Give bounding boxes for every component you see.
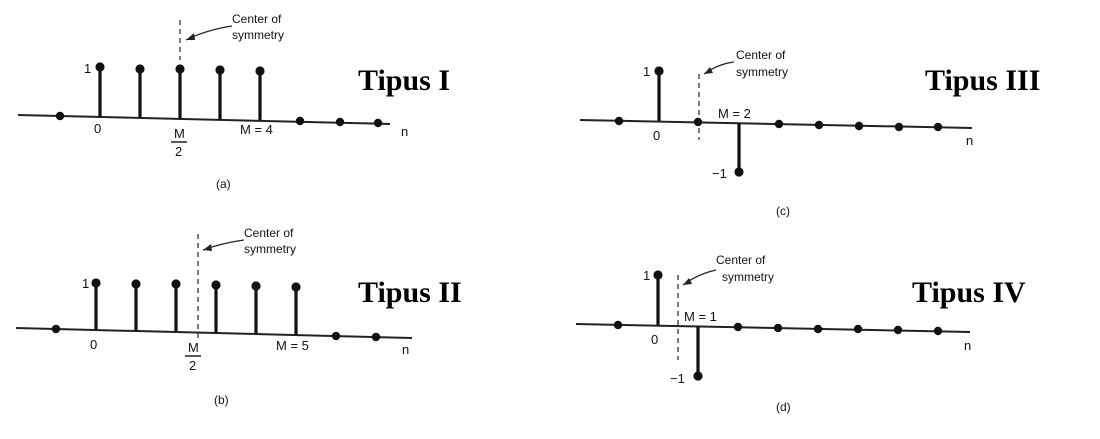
panel-b-stem-head bbox=[131, 279, 141, 289]
panel-d-m-label: M = 1 bbox=[684, 309, 717, 324]
panel-d-axis bbox=[575, 323, 971, 333]
panel-b-center-label-1: Center of bbox=[244, 226, 294, 240]
panel-b-stem-head bbox=[291, 282, 301, 292]
panel-a-zero-sample bbox=[373, 118, 383, 128]
panel-d-stem-head bbox=[653, 270, 663, 280]
panel-c-arrowhead-icon bbox=[704, 67, 713, 74]
panel-b-half-den: 2 bbox=[189, 358, 196, 373]
panel-d-type-label: Tipus IV bbox=[912, 276, 1026, 309]
panel-b-zero-sample bbox=[51, 324, 61, 334]
panel-c-caption: (c) bbox=[776, 204, 790, 218]
panel-a-center-label-2: symmetry bbox=[232, 28, 284, 42]
panel-d-n-label: n bbox=[964, 338, 971, 353]
panel-b-stem-head bbox=[91, 278, 101, 288]
panel-c-zero-sample bbox=[614, 116, 624, 126]
panel-a-zero-sample bbox=[295, 116, 305, 126]
panel-c: Center of symmetry 1 0 M = 2 −1 n (c) Ti… bbox=[579, 48, 1040, 218]
panel-d: Center of symmetry 1 0 M = 1 −1 n (d) Ti… bbox=[575, 253, 1026, 414]
panel-d-center-label-1: Center of bbox=[716, 253, 766, 267]
panel-a-zero-label: 0 bbox=[94, 121, 101, 136]
panel-b-stem-head bbox=[251, 281, 261, 291]
panel-a-one-label: 1 bbox=[84, 61, 91, 76]
panel-a-m-label: M = 4 bbox=[240, 122, 273, 137]
panel-b-stem-head bbox=[211, 280, 221, 290]
panel-c-zero-sample bbox=[693, 117, 703, 127]
panel-b-zero-sample bbox=[371, 332, 381, 342]
panel-a-center-label-1: Center of bbox=[232, 12, 282, 26]
panel-a-arrowhead-icon bbox=[186, 33, 195, 40]
panel-c-zero-sample bbox=[894, 122, 904, 132]
panel-a-stem-head bbox=[175, 64, 185, 74]
panel-b: Center of symmetry 1 0 M 2 M = 5 n (b) T… bbox=[15, 226, 462, 407]
panel-c-stem-head bbox=[734, 167, 744, 177]
panel-b-m-label: M = 5 bbox=[276, 338, 309, 353]
panel-d-zero-sample bbox=[893, 325, 903, 335]
panel-d-zero-sample bbox=[613, 320, 623, 330]
panel-a-stem-head bbox=[215, 65, 225, 75]
panel-b-zero-sample bbox=[331, 331, 341, 341]
panel-c-zero-label: 0 bbox=[653, 128, 660, 143]
panel-a-axis bbox=[17, 114, 391, 125]
panel-c-center-label-2: symmetry bbox=[736, 65, 788, 79]
panel-a-stem-head bbox=[95, 62, 105, 72]
panel-c-m-label: M = 2 bbox=[718, 106, 751, 121]
panel-b-zero-label: 0 bbox=[90, 337, 97, 352]
panel-c-stem-head bbox=[654, 66, 664, 76]
panel-d-arrowhead-icon bbox=[683, 278, 692, 285]
panel-d-one-label: 1 bbox=[643, 268, 650, 283]
panel-c-one-label: 1 bbox=[643, 64, 650, 79]
panel-b-caption: (b) bbox=[214, 393, 229, 407]
panel-b-center-label-2: symmetry bbox=[244, 242, 296, 256]
panel-d-zero-sample bbox=[733, 322, 743, 332]
panel-a-stem-head bbox=[135, 64, 145, 74]
panel-b-n-label: n bbox=[402, 342, 409, 357]
panel-a: Center of symmetry 1 0 M 2 M = 4 n (a) T… bbox=[17, 12, 450, 191]
panel-d-zero-sample bbox=[813, 324, 823, 334]
panel-c-zero-sample bbox=[814, 120, 824, 130]
panel-c-zero-sample bbox=[774, 119, 784, 129]
panel-d-zero-sample bbox=[853, 324, 863, 334]
panel-a-zero-sample bbox=[335, 117, 345, 127]
panel-c-type-label: Tipus III bbox=[925, 64, 1040, 97]
panel-d-stem-head bbox=[693, 371, 703, 381]
panel-d-caption: (d) bbox=[776, 400, 791, 414]
panel-c-center-label-1: Center of bbox=[736, 48, 786, 62]
panel-a-stem-head bbox=[255, 66, 265, 76]
panel-a-type-label: Tipus I bbox=[358, 64, 450, 97]
panel-a-n-label: n bbox=[401, 124, 408, 139]
panel-a-half-num: M bbox=[174, 126, 185, 141]
panel-b-one-label: 1 bbox=[82, 276, 89, 291]
panel-c-n-label: n bbox=[966, 133, 973, 148]
panel-b-arrowhead-icon bbox=[203, 244, 212, 251]
panel-d-zero-label: 0 bbox=[651, 332, 658, 347]
panel-d-center-label-2: symmetry bbox=[722, 270, 774, 284]
panel-d-zero-sample bbox=[773, 323, 783, 333]
panel-a-caption: (a) bbox=[216, 177, 231, 191]
panel-d-neg-label: −1 bbox=[670, 371, 685, 386]
panel-c-neg-label: −1 bbox=[712, 166, 727, 181]
panel-d-zero-sample bbox=[933, 326, 943, 336]
panel-b-type-label: Tipus II bbox=[358, 276, 462, 309]
panel-a-zero-sample bbox=[55, 111, 65, 121]
panel-c-zero-sample bbox=[854, 121, 864, 131]
panel-a-half-den: 2 bbox=[175, 144, 182, 159]
panel-b-stem-head bbox=[171, 279, 181, 289]
panel-b-axis bbox=[15, 327, 413, 339]
panel-b-half-num: M bbox=[188, 340, 199, 355]
panel-c-zero-sample bbox=[933, 122, 943, 132]
